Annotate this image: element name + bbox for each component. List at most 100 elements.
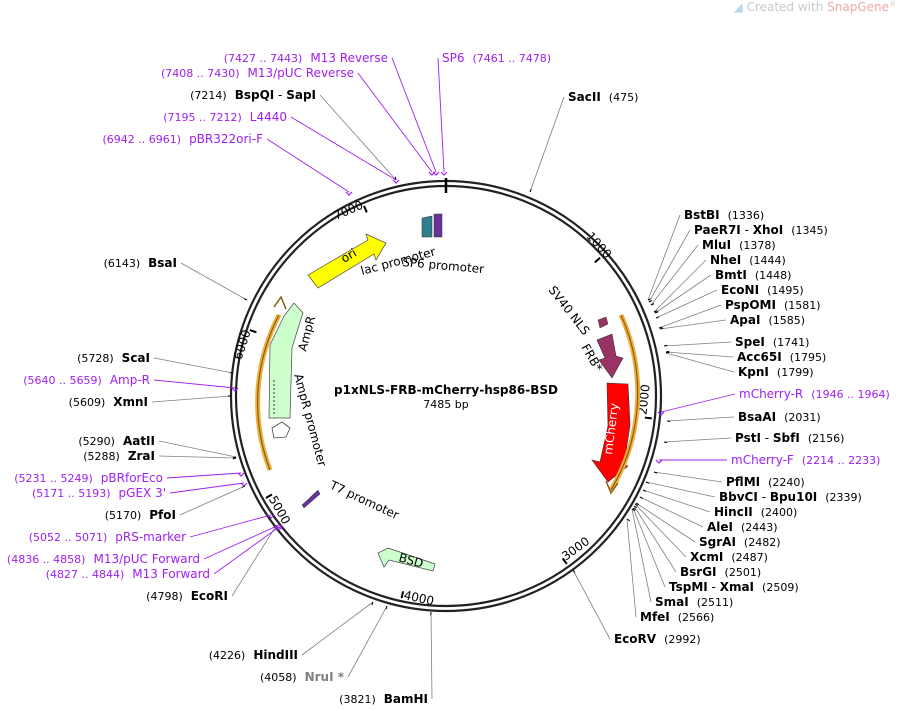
primer-range: (7427 .. 7443) — [224, 52, 303, 65]
enzyme-label-aatii: (5290)AatII — [78, 434, 155, 448]
enzyme-label-smai: SmaI(2511) — [655, 595, 733, 609]
enzyme-position: (1345) — [791, 224, 828, 237]
tick-6000 — [249, 329, 257, 334]
enzyme-name: SgrAI — [699, 535, 736, 549]
enzyme-line-tspmi — [632, 507, 666, 588]
enzyme-name: EcoRI — [191, 589, 228, 603]
enzyme-line-paer7i — [648, 229, 691, 303]
watermark-mark: ® — [889, 0, 896, 8]
primer-label-pgex-3: (5171 .. 5193)pGEX 3' — [32, 486, 166, 500]
enzyme-cut-paer7i — [648, 300, 653, 303]
enzyme-cut-econi — [655, 316, 660, 319]
primer-line-l4440 — [290, 116, 397, 181]
enzyme-name: EcoRV — [614, 632, 657, 646]
enzyme-cut-zrai — [232, 457, 237, 460]
primer-line-pbr322ori-f — [266, 138, 350, 193]
primer-name: M13 Forward — [132, 567, 210, 581]
snapgene-logo-icon: ◢ — [733, 0, 743, 14]
enzyme-line-bbvci — [645, 481, 716, 498]
enzyme-position: (475) — [609, 91, 639, 104]
enzyme-line-bspqi — [319, 94, 397, 181]
enzyme-name-2: XmaI — [720, 580, 754, 594]
primer-arrow-mcherry-r — [657, 411, 665, 416]
t7-promoter-label: T7 promoter — [327, 478, 401, 523]
enzyme-position: (1741) — [773, 336, 810, 349]
enzyme-line-bsrgi — [633, 505, 677, 573]
enzyme-name: PspOMI — [725, 298, 776, 312]
enzyme-cut-apai — [659, 327, 664, 330]
enzyme-line-kpni — [665, 352, 735, 373]
enzyme-separator: - — [761, 431, 773, 445]
primer-range: (4827 .. 4844) — [46, 568, 125, 581]
enzyme-name: NruI * — [305, 670, 345, 684]
primer-range: (1946 .. 1964) — [811, 388, 890, 401]
enzyme-position: (2482) — [744, 536, 781, 549]
enzyme-position: (2156) — [808, 432, 845, 445]
ori-feature — [307, 233, 387, 289]
enzyme-cut-xcmi — [634, 503, 639, 507]
enzyme-position: (2443) — [741, 521, 778, 534]
primer-name: mCherry-R — [739, 387, 803, 401]
primer-line-prs-marker — [189, 514, 272, 538]
enzyme-line-bamhi — [430, 611, 433, 700]
enzyme-cut-sacii — [529, 188, 532, 193]
enzyme-separator: - — [274, 88, 286, 102]
enzyme-position: (2487) — [731, 551, 768, 564]
primer-line-m13-forward — [213, 526, 280, 575]
enzyme-name-2: XhoI — [753, 223, 784, 237]
enzyme-label-econi: EcoNI(1495) — [721, 283, 804, 297]
enzyme-line-bsai — [180, 262, 248, 301]
enzyme-line-scai — [153, 357, 234, 374]
primer-label-sp6: SP6(7461 .. 7478) — [442, 51, 551, 65]
enzyme-label-bbvci: BbvCI - Bpu10I(2339) — [719, 490, 862, 504]
enzyme-position: (4798) — [146, 590, 183, 603]
enzyme-name: BsaI — [148, 256, 177, 270]
enzyme-cut-ecorv — [572, 569, 576, 573]
enzyme-position: (1336) — [728, 209, 765, 222]
enzyme-cut-acc65i — [665, 350, 670, 353]
frb-feature — [596, 333, 624, 379]
ampr-promoter-label: AmpR promoter — [291, 372, 329, 468]
enzyme-name: BsaAI — [738, 410, 776, 424]
enzyme-line-hincii — [642, 489, 711, 513]
enzyme-cut-smai — [631, 508, 636, 512]
tick-label-7000: 7000 — [332, 198, 366, 223]
enzyme-label-apai: ApaI(1585) — [730, 313, 805, 327]
watermark-brand: SnapGene — [827, 0, 889, 14]
primer-name: L4440 — [250, 110, 287, 124]
enzyme-label-hindiii: (4226)HindIII — [209, 648, 298, 662]
enzyme-label-zrai: (5288)ZraI — [83, 449, 155, 463]
enzyme-label-bsaai: BsaAI(2031) — [738, 410, 821, 424]
enzyme-line-nrui — [347, 605, 388, 678]
enzyme-line-bstbi — [647, 214, 681, 301]
enzyme-position: (1444) — [749, 254, 786, 267]
enzyme-position: (5728) — [77, 352, 114, 365]
ampr-feature — [268, 302, 304, 419]
enzyme-cut-aatii — [232, 456, 237, 459]
primer-arrow-amp-r — [231, 387, 239, 392]
enzyme-cut-hincii — [642, 489, 647, 492]
primer-arrow-m13-reverse — [432, 171, 440, 176]
enzyme-label-alei: AleI(2443) — [707, 520, 778, 534]
enzyme-name: ScaI — [122, 351, 150, 365]
enzyme-line-pspomi — [658, 304, 722, 329]
orange-arc-right-head — [605, 480, 619, 495]
primer-name: M13/pUC Forward — [93, 552, 200, 566]
primer-arrow-sp6 — [440, 171, 448, 176]
enzyme-cut-psti — [663, 441, 668, 444]
enzyme-position: (1585) — [768, 314, 805, 327]
enzyme-label-pspomi: PspOMI(1581) — [725, 298, 821, 312]
enzyme-position: (2339) — [825, 491, 862, 504]
t7-promoter-feature — [301, 489, 321, 509]
enzyme-separator: - — [758, 490, 770, 504]
enzyme-line-nhei — [653, 259, 707, 313]
primer-line-amp-r — [153, 379, 236, 389]
enzyme-name: SpeI — [735, 335, 765, 349]
tick-1000 — [594, 257, 601, 264]
enzyme-position: (2509) — [762, 581, 799, 594]
enzyme-name: EcoNI — [721, 283, 759, 297]
enzyme-label-nrui: (4058)NruI * — [260, 670, 345, 684]
enzyme-label-nhei: NheI(1444) — [710, 253, 786, 267]
primer-line-m13-reverse — [391, 57, 437, 173]
